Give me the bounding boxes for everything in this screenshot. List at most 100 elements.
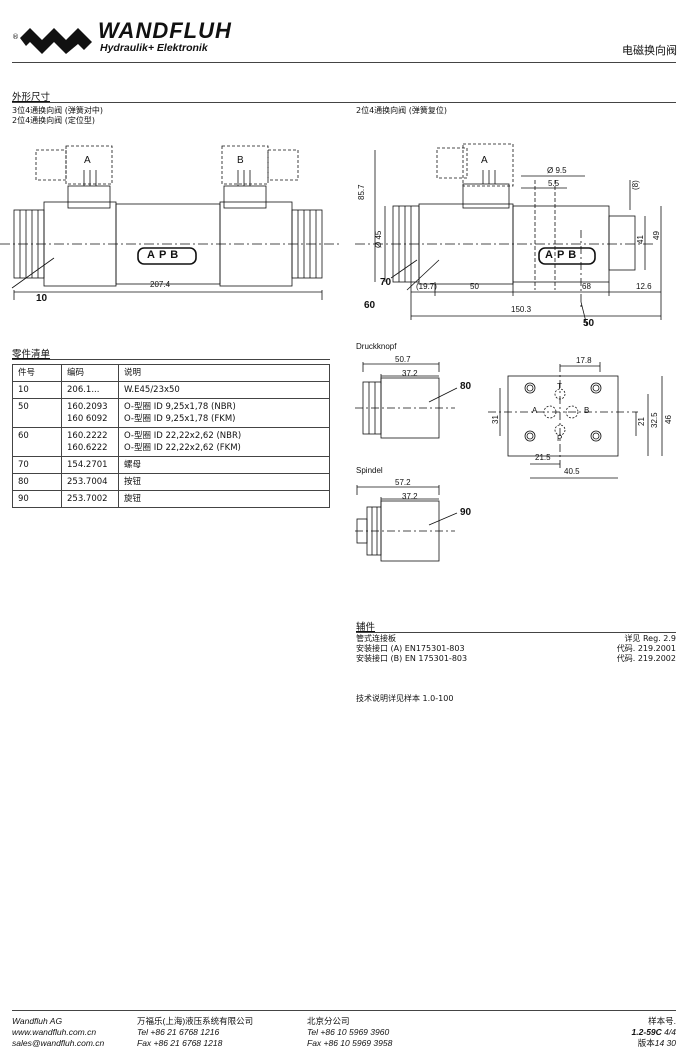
druckknopf-dim-1: 50.7 xyxy=(395,355,411,364)
accessory-row-2-right: 代码. 219.2001 xyxy=(616,644,676,653)
brand-name: WANDFLUH xyxy=(98,18,232,43)
registered-mark: ® xyxy=(12,33,19,41)
left-caption-2: 2位4通换向阀 (定位型) xyxy=(12,116,95,125)
druckknopf-drawing xyxy=(355,362,458,439)
accessory-row-3-left: 安装接口 (B) EN 175301-803 xyxy=(356,654,468,663)
part-no: 90 xyxy=(12,490,62,508)
part-desc: 按钮 xyxy=(118,473,330,491)
accessories-title: 辅件 xyxy=(356,622,376,633)
footer-col-2: 万福乐(上海)液压系统有限公司 Tel +86 21 6768 1216 Fax… xyxy=(137,1016,253,1049)
dimensions-rule xyxy=(12,102,676,103)
footer-beijing-name: 北京分公司 xyxy=(307,1016,350,1026)
parts-header-row: 件号 编码 说明 xyxy=(12,364,330,382)
part-code: 160.2222 160.6222 xyxy=(61,427,119,457)
spindel-dim-1: 57.2 xyxy=(395,478,411,487)
druckknopf-dim-2: 37.2 xyxy=(402,369,418,378)
left-brand-badge: APB xyxy=(147,249,183,261)
part-desc: O-型圈 ID 22,22x2,62 (NBR) O-型圈 ID 22,22x2… xyxy=(118,427,330,457)
spindel-ref: 90 xyxy=(460,507,472,518)
footer-shanghai-tel: Tel +86 21 6768 1216 xyxy=(137,1027,220,1037)
accessory-row-1-right: 详见 Reg. 2.9 xyxy=(624,634,676,643)
parts-rule xyxy=(12,359,330,360)
header-rule xyxy=(12,62,676,63)
footer-catalog-label: 样本号. xyxy=(648,1016,676,1026)
footer-beijing-fax: Fax +86 10 5969 3958 xyxy=(307,1038,393,1048)
logo: ® WANDFLUH Hydraulik+ Elektronik xyxy=(12,18,242,58)
port-face-drawing xyxy=(488,362,663,479)
port-dim-46: 46 xyxy=(664,415,673,424)
port-dim-325: 32.5 xyxy=(650,412,659,428)
part-no: 10 xyxy=(12,381,62,399)
col-no: 件号 xyxy=(12,364,62,382)
dim-b50: 50 xyxy=(470,282,479,291)
left-coil-b-label: B xyxy=(237,155,244,166)
accessory-row-1-left: 管式连接板 xyxy=(356,634,396,643)
dim-d95: Ø 9.5 xyxy=(547,166,567,175)
accessory-row-2-left: 安装接口 (A) EN175301-803 xyxy=(356,644,465,653)
footer-shanghai-name: 万福乐(上海)液压系统有限公司 xyxy=(137,1016,254,1026)
port-t-label: T xyxy=(557,382,562,391)
footer-beijing-tel: Tel +86 10 5969 3960 xyxy=(307,1027,390,1037)
dim-197: (19.7) xyxy=(416,282,437,291)
spindel-drawing xyxy=(355,485,458,562)
port-a-label: A xyxy=(532,406,538,415)
left-ref-10: 10 xyxy=(36,293,48,304)
dim-d55: 5.5 xyxy=(548,179,560,188)
part-code: 253.7002 xyxy=(61,490,119,508)
part-desc: 旋钮 xyxy=(118,490,330,508)
port-dim-215: 21.5 xyxy=(535,453,551,462)
wandfluh-logo-icon xyxy=(20,28,92,54)
ref-60: 60 xyxy=(364,300,376,311)
footer-email: sales@wandfluh.com.cn xyxy=(12,1038,105,1048)
right-caption: 2位4通换向阀 (弹簧复位) xyxy=(356,106,447,115)
col-desc: 说明 xyxy=(118,364,330,382)
part-code: 253.7004 xyxy=(61,473,119,491)
dimensions-title: 外形尺寸 xyxy=(12,92,51,103)
druckknopf-ref: 80 xyxy=(460,381,472,392)
footer-rule xyxy=(12,1010,676,1011)
part-code: 154.2701 xyxy=(61,456,119,474)
part-desc: O-型圈 ID 9,25x1,78 (NBR) O-型圈 ID 9,25x1,7… xyxy=(118,398,330,428)
dim-dia45: Ø 45 xyxy=(374,230,383,248)
spindel-dim-2: 37.2 xyxy=(402,492,418,501)
footer-page: 4/4 xyxy=(664,1027,676,1037)
footer-catalog-no: 1.2-59C xyxy=(631,1027,662,1037)
part-code: 160.2093 160 6092 xyxy=(61,398,119,428)
left-coil-a-label: A xyxy=(84,155,91,166)
document-title: 电磁换向阀 xyxy=(622,44,677,57)
right-brand-badge: APB xyxy=(545,249,581,261)
port-b-label: B xyxy=(584,406,590,415)
dim-49: 49 xyxy=(652,231,661,240)
port-p-label: P xyxy=(557,434,563,443)
dim-h857: 85.7 xyxy=(357,184,366,200)
dim-8: (8) xyxy=(631,180,640,190)
part-no: 60 xyxy=(12,427,62,457)
footer-col-4: 样本号. 1.2-59C 4/4 版本14 30 xyxy=(632,1016,676,1049)
part-code: 206.1... xyxy=(61,381,119,399)
ref-50: 50 xyxy=(583,318,595,329)
ref-70: 70 xyxy=(380,277,392,288)
right-coil-a-label: A xyxy=(481,155,488,166)
footer-edition: 14 30 xyxy=(654,1038,676,1048)
accessories-rule xyxy=(356,632,676,633)
spindel-label: Spindel xyxy=(356,466,383,475)
part-desc: 螺母 xyxy=(118,456,330,474)
left-length-dim: 207.4 xyxy=(150,280,171,289)
footer-company: Wandfluh AG xyxy=(12,1016,63,1026)
valve-drawing-right xyxy=(355,143,662,327)
valve-drawing-left xyxy=(0,145,340,300)
footer-shanghai-fax: Fax +86 21 6768 1218 xyxy=(137,1038,223,1048)
parts-title: 零件清单 xyxy=(12,349,51,360)
left-caption-1: 3位4通换向阀 (弹簧对中) xyxy=(12,106,103,115)
col-code: 编码 xyxy=(61,364,119,382)
dim-126: 12.6 xyxy=(636,282,652,291)
footer-edition-label: 版本 xyxy=(637,1038,655,1048)
port-dim-405: 40.5 xyxy=(564,467,580,476)
footer-website: www.wandfluh.com.cn xyxy=(12,1027,97,1037)
